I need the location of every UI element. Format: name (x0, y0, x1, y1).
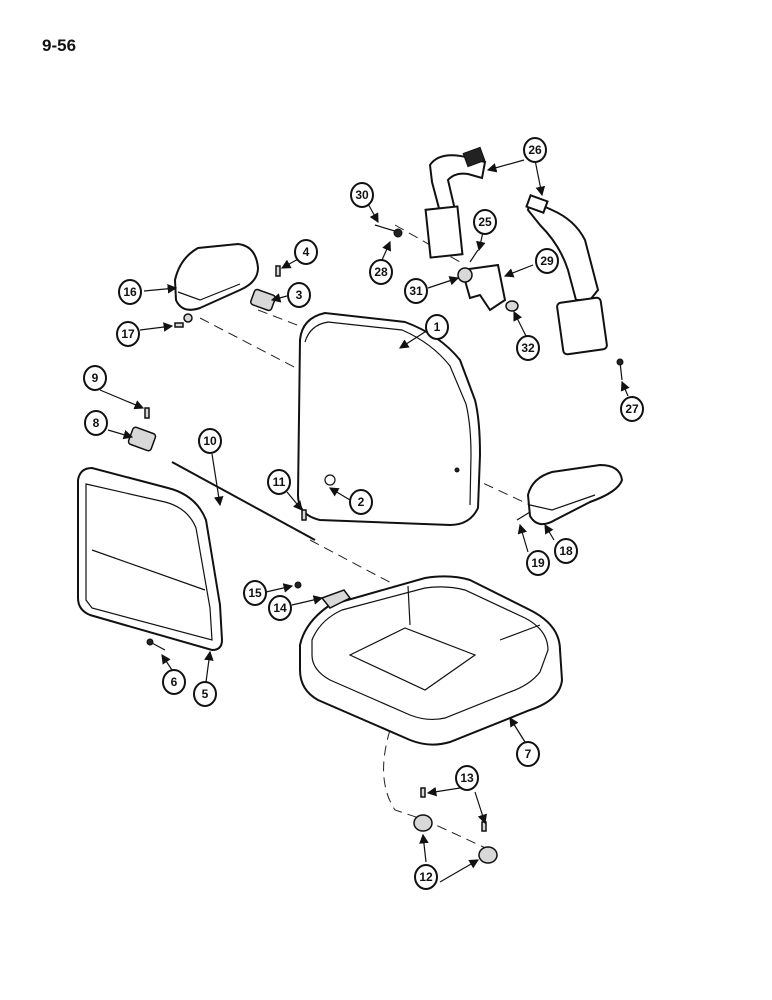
callout-label: 1 (434, 320, 441, 334)
callout-28: 28 (369, 259, 393, 285)
back-panel (77, 466, 224, 652)
bracket-upper (250, 288, 276, 312)
seat-cushion (299, 575, 564, 746)
callout-5: 5 (193, 681, 217, 707)
callout-label: 15 (248, 586, 262, 600)
callout-label: 25 (478, 215, 492, 229)
callout-label: 28 (374, 265, 388, 279)
callout-label: 10 (203, 434, 217, 448)
callout-11: 11 (267, 469, 291, 495)
callout-label: 9 (92, 371, 99, 385)
callout-7: 7 (516, 741, 540, 767)
callout-14: 14 (268, 595, 292, 621)
callout-label: 18 (559, 544, 573, 558)
callout-label: 27 (625, 402, 639, 416)
callout-17: 17 (116, 321, 140, 347)
screws (146, 224, 624, 651)
callout-label: 17 (121, 327, 135, 341)
belt-mount-bracket (457, 263, 519, 312)
callout-16: 16 (118, 279, 142, 305)
callout-32: 32 (516, 335, 540, 361)
callout-label: 12 (419, 870, 433, 884)
callout-2: 2 (349, 489, 373, 515)
callout-4: 4 (294, 239, 318, 265)
callout-label: 31 (409, 284, 423, 298)
seat-feet (413, 787, 498, 864)
rod (171, 461, 316, 541)
callout-3: 3 (287, 282, 311, 308)
callout-label: 29 (540, 254, 554, 268)
seat-back-cushion (296, 311, 482, 527)
callout-1: 1 (425, 314, 449, 340)
callout-26: 26 (523, 137, 547, 163)
callout-10: 10 (198, 428, 222, 454)
callout-label: 5 (202, 687, 209, 701)
latch (320, 589, 352, 609)
left-armrest (173, 242, 260, 323)
callout-label: 19 (531, 556, 545, 570)
callout-25: 25 (473, 209, 497, 235)
callout-label: 26 (528, 143, 542, 157)
callout-label: 13 (460, 771, 474, 785)
callout-label: 16 (123, 285, 137, 299)
leader-lines (99, 159, 630, 883)
callout-label: 32 (521, 341, 535, 355)
pins (144, 265, 307, 521)
callout-27: 27 (620, 396, 644, 422)
callout-label: 14 (273, 601, 287, 615)
callout-label: 7 (525, 747, 532, 761)
callout-30: 30 (350, 182, 374, 208)
callout-label: 30 (355, 188, 369, 202)
callout-31: 31 (404, 278, 428, 304)
callout-label: 4 (303, 245, 310, 259)
callout-6: 6 (162, 669, 186, 695)
callout-label: 3 (296, 288, 303, 302)
callout-19: 19 (526, 550, 550, 576)
callout-12: 12 (414, 864, 438, 890)
right-armrest (516, 463, 624, 526)
callout-13: 13 (455, 765, 479, 791)
callout-8: 8 (84, 410, 108, 436)
callout-9: 9 (83, 365, 107, 391)
bracket-lower (127, 426, 157, 452)
callout-label: 8 (93, 416, 100, 430)
page-number: 9-56 (42, 36, 77, 55)
callout-29: 29 (535, 248, 559, 274)
callout-15: 15 (243, 580, 267, 606)
callout-label: 6 (171, 675, 178, 689)
seat-belts (424, 146, 608, 356)
callout-label: 11 (273, 475, 286, 489)
callout-label: 2 (358, 495, 365, 509)
callout-18: 18 (554, 538, 578, 564)
